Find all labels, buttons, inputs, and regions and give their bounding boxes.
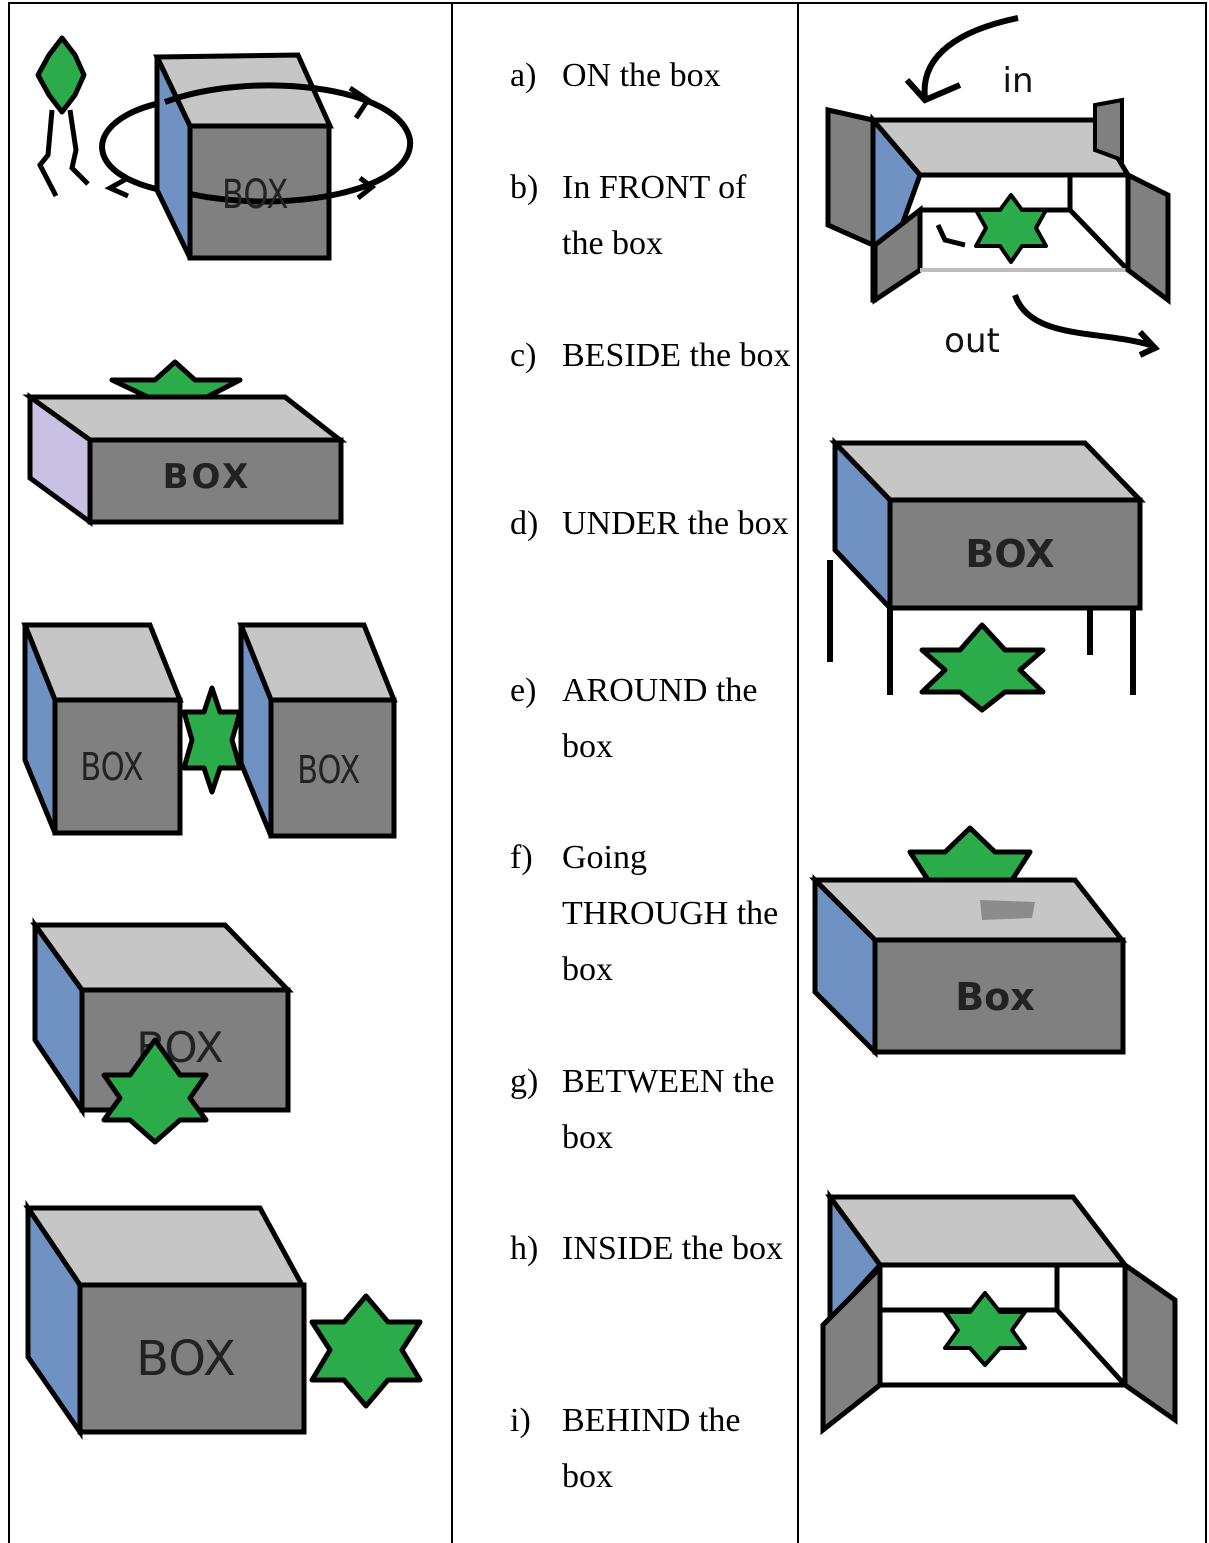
box-label: BOX	[222, 170, 288, 217]
picture-between-boxes: BOX BOX	[21, 622, 398, 839]
option-text: AROUND the box	[562, 672, 758, 765]
option-letter: e)	[510, 672, 537, 709]
option-letter: d)	[510, 505, 539, 542]
option-text: INSIDE the box	[562, 1230, 783, 1267]
option-text: Going THROUGH the box	[562, 839, 779, 988]
picture-beside-box: BOX	[23, 1199, 423, 1440]
option-letter: a)	[510, 57, 537, 94]
out-label: out	[944, 321, 1000, 361]
picture-inside-box	[820, 1189, 1178, 1436]
box-label: BOX	[965, 532, 1054, 576]
option-letter: b)	[510, 169, 539, 206]
option-text: BETWEEN the box	[562, 1063, 775, 1156]
box-label: BOX	[297, 749, 360, 793]
picture-on-box: BOX	[22, 359, 348, 527]
box-label: Box	[955, 975, 1035, 1019]
option-letter: f)	[510, 839, 533, 876]
option-text: UNDER the box	[562, 505, 789, 542]
option-letter: c)	[510, 337, 537, 374]
option-letter: i)	[510, 1402, 531, 1439]
box-label: BOX	[80, 746, 143, 790]
option-text: ON the box	[562, 57, 721, 94]
option-letter: h)	[510, 1230, 539, 1267]
box-label: BOX	[163, 457, 252, 497]
figure-star-person	[35, 35, 90, 198]
option-text: BESIDE the box	[562, 337, 791, 374]
picture-behind-box: Box	[808, 825, 1128, 1059]
picture-through-box: in out	[825, 15, 1171, 361]
box-label: BOX	[136, 1331, 236, 1387]
option-text: In FRONT of the box	[562, 169, 747, 262]
option-text: BEHIND the box	[562, 1402, 741, 1495]
in-label: in	[1003, 61, 1034, 101]
table-grid	[8, 2, 1207, 1543]
option-letter: g)	[510, 1063, 539, 1100]
picture-in-front-of-box: BOX	[30, 917, 294, 1145]
picture-around-box: BOX	[35, 35, 414, 261]
picture-under-box: BOX	[827, 436, 1146, 713]
